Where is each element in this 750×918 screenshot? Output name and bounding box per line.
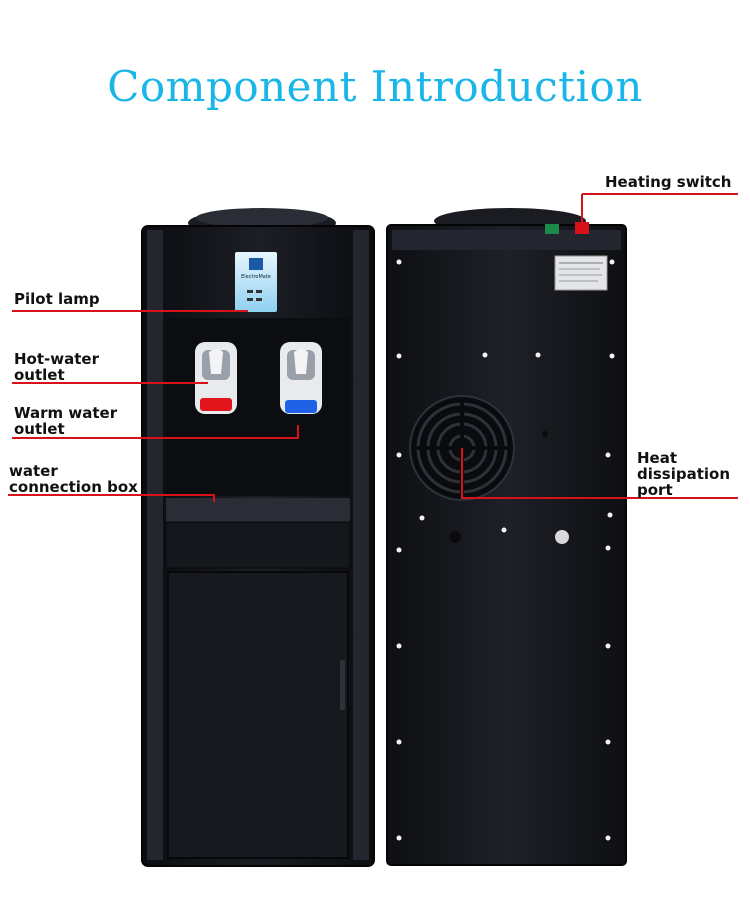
drain-hole — [449, 531, 461, 543]
heat-dissipation-port-label-line1: Heat — [637, 449, 678, 467]
front-left-edge — [147, 230, 163, 860]
front-dispenser: ElectroMate — [141, 208, 375, 867]
pilot-lamp-2 — [256, 290, 262, 293]
hot-water-outlet-label-line2: outlet — [14, 366, 65, 384]
front-right-edge — [353, 230, 369, 860]
heat-port-leader — [461, 448, 738, 499]
water-connection-box-label: water connection box — [9, 463, 138, 495]
back-dispenser — [386, 208, 627, 866]
door-handle — [340, 660, 345, 710]
back-top-band — [392, 230, 621, 250]
water-connection-box-label-line1: water — [9, 462, 58, 480]
heat-dissipation-port-label-line2: dissipation — [637, 465, 731, 483]
rating-nameplate — [554, 255, 608, 291]
brand-logo-text: ElectroMate — [241, 274, 271, 280]
tray-base — [165, 521, 351, 569]
pilot-lamp-label: Pilot lamp — [14, 290, 100, 308]
cabinet-door — [167, 571, 349, 859]
back-cabinet — [386, 224, 627, 866]
hot-water-outlet-label-line1: Hot-water — [14, 350, 99, 368]
warm-water-outlet-label: Warm water outlet — [14, 405, 117, 437]
heat-dissipation-port-label-line3: port — [637, 481, 673, 499]
hot-water-outlet-label: Hot-water outlet — [14, 351, 99, 383]
water-connection-box-label-line2: connection box — [9, 478, 138, 496]
brand-logo-panel — [235, 252, 277, 312]
mounting-holes — [396, 259, 615, 841]
heating-switch-label: Heating switch — [605, 173, 732, 191]
white-plug — [555, 530, 569, 544]
hot-water-tap — [195, 342, 237, 414]
pilot-lamp-4 — [256, 298, 262, 301]
leader-lines — [8, 193, 738, 502]
power-switch — [545, 224, 559, 234]
brand-logo-icon — [249, 258, 263, 270]
warm-water-outlet-label-line2: outlet — [14, 420, 65, 438]
warm-water-tap — [280, 342, 322, 414]
pilot-lamp-3 — [247, 298, 253, 301]
warm-water-leader — [12, 425, 299, 439]
tap-recess — [166, 318, 350, 496]
small-port — [542, 431, 548, 437]
warm-water-outlet-label-line1: Warm water — [14, 404, 118, 422]
water-box-leader — [8, 494, 215, 502]
pilot-lamp-1 — [247, 290, 253, 293]
drip-tray — [166, 498, 350, 522]
front-bottle-seat — [196, 208, 328, 228]
heat-dissipation-port-label: Heat dissipation port — [637, 450, 730, 498]
page-title: Component Introduction — [107, 62, 643, 111]
